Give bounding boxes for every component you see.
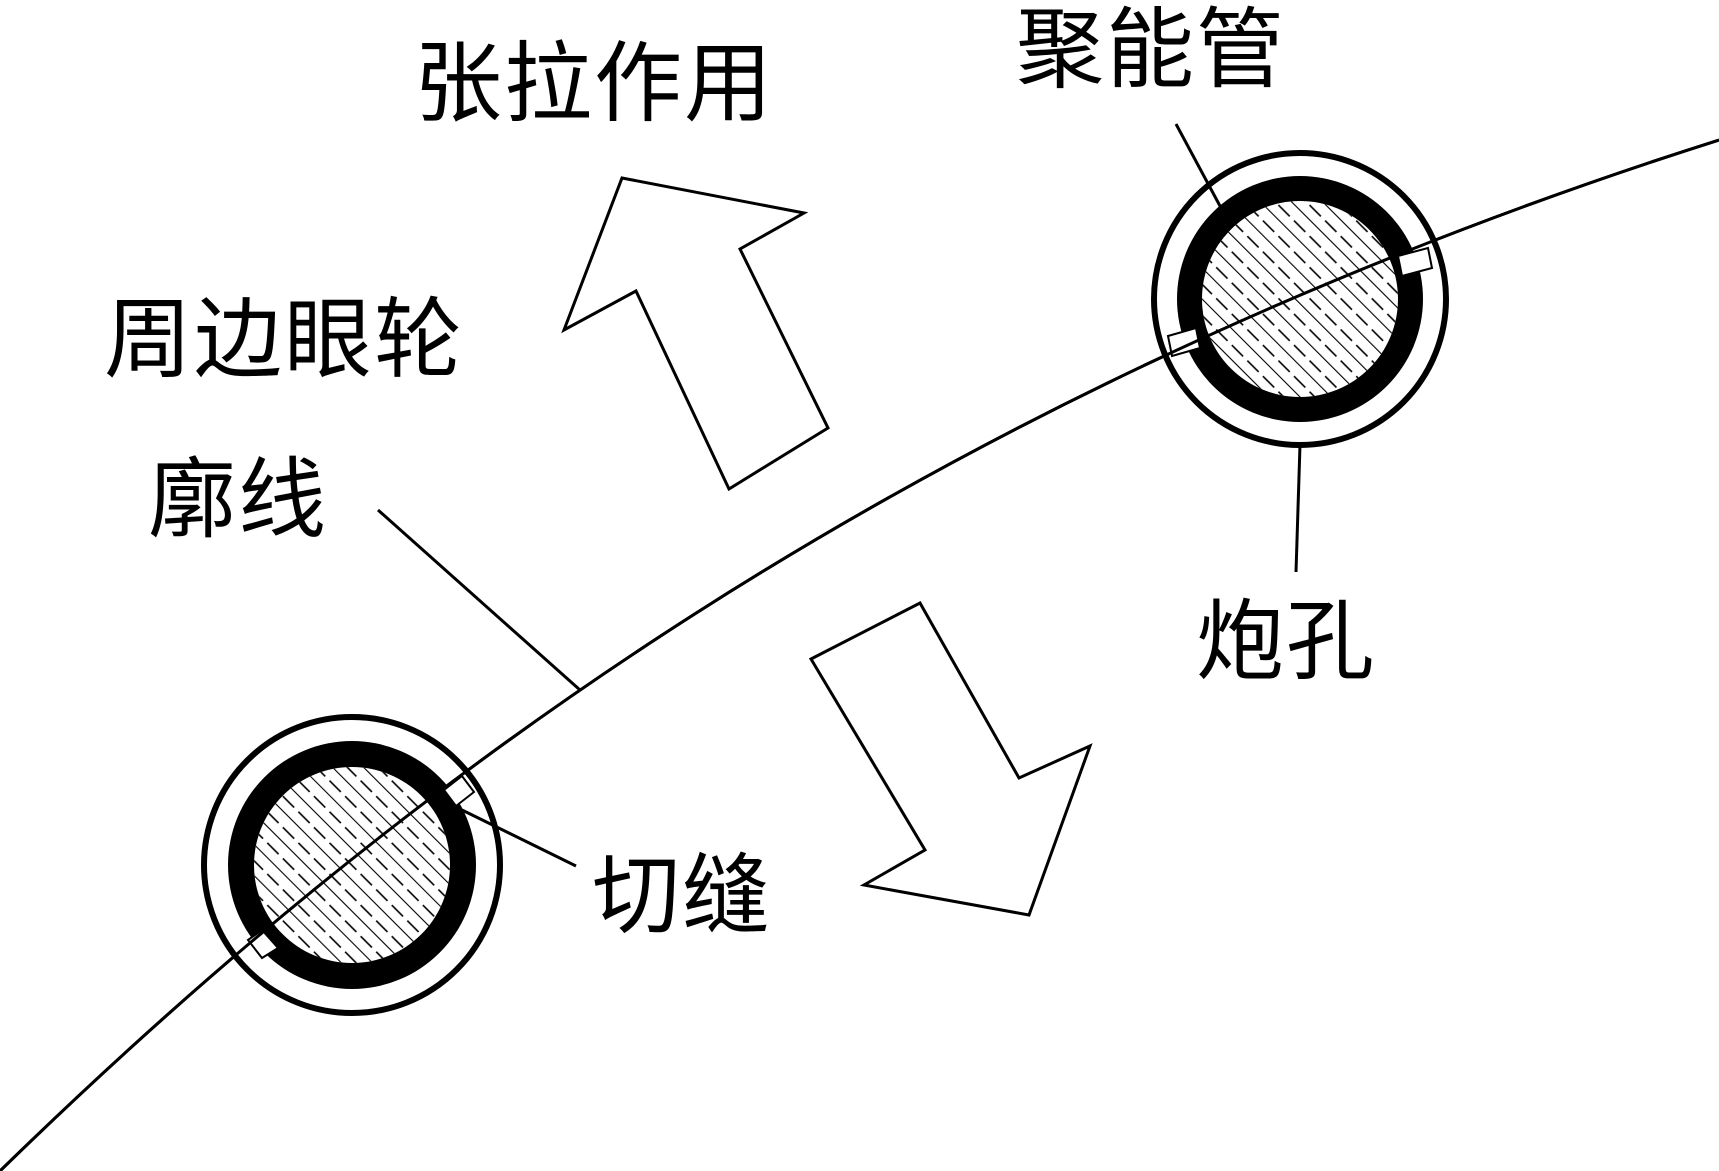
slit-leader-line [461, 808, 577, 868]
contour-line-overlay [0, 138, 1719, 1171]
energy-tube-label: 聚能管 [1016, 0, 1287, 101]
tension-label: 张拉作用 [414, 32, 775, 135]
blast-hole-upper [1151, 150, 1449, 448]
contour-leader-line [377, 508, 581, 692]
blast-hole-label: 炮孔 [1196, 590, 1377, 693]
tension-arrow-down [808, 601, 1093, 917]
slit-gap [1396, 246, 1434, 278]
slit-label: 切缝 [592, 844, 773, 947]
energy-tube-leader-line [1174, 123, 1222, 207]
tension-arrow-up [561, 176, 830, 492]
charge-hatching [254, 767, 450, 963]
blast-hole-leader-line [1294, 444, 1302, 573]
charge-hatching [1202, 201, 1398, 397]
contour-line-label-line1: 周边眼轮 [104, 288, 465, 391]
contour-line-label-line2: 廓线 [148, 448, 329, 551]
blast-hole-lower [201, 714, 503, 1016]
